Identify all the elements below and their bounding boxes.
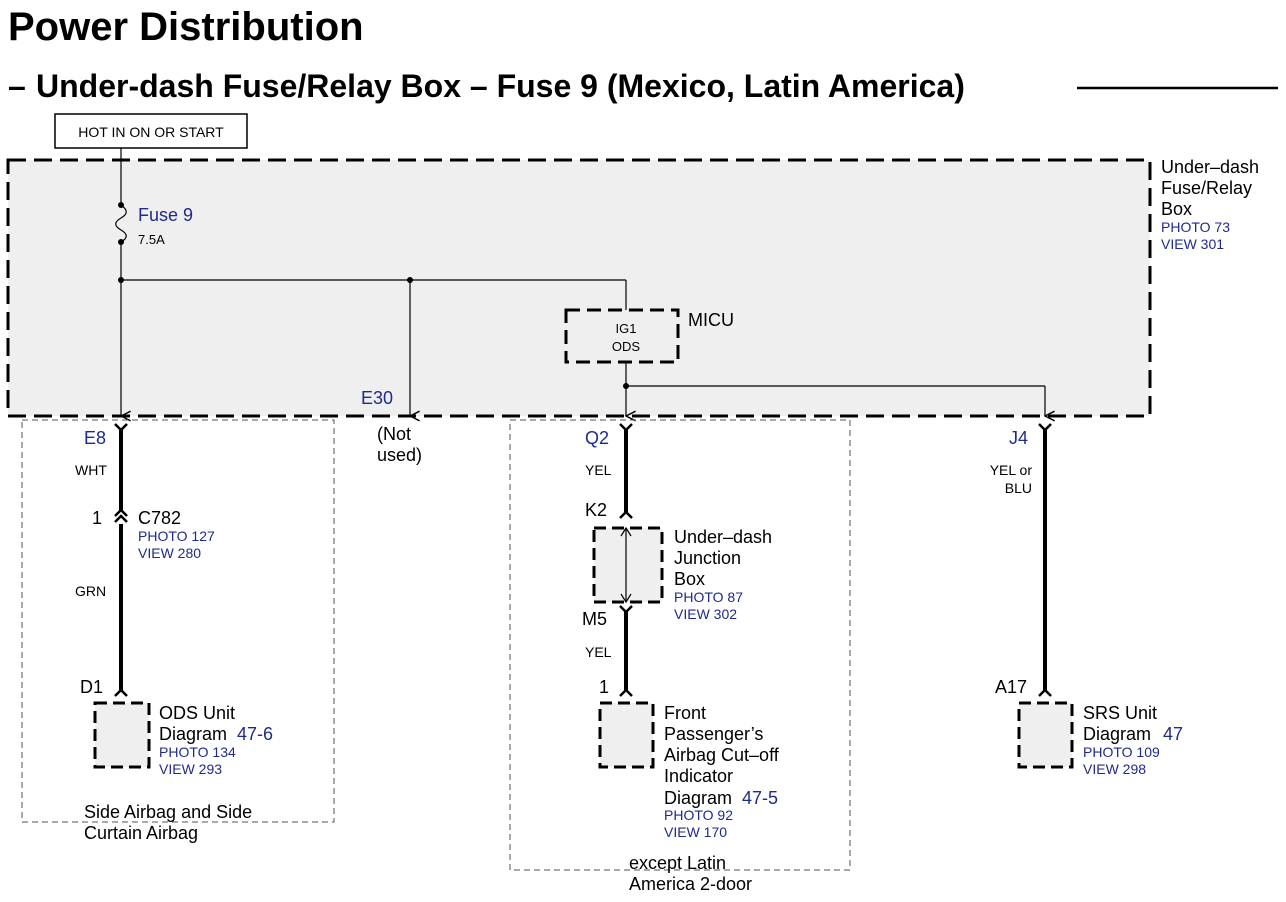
fuse-node-top (118, 202, 124, 208)
junction-view[interactable]: VIEW 302 (674, 606, 737, 622)
connector-a17 (1038, 688, 1052, 697)
cutoff-indicator-box (598, 701, 655, 769)
connector-m5 (619, 605, 633, 614)
indicator-name-3: Airbag Cut–off (664, 745, 780, 765)
latin-america-group (509, 419, 851, 871)
wire-label-grn: GRN (75, 583, 106, 599)
wire-label-yel-bottom: YEL (585, 644, 612, 660)
wire-label-yel-or: YEL or (990, 462, 1033, 478)
micu-ods: ODS (612, 339, 641, 354)
srs-unit-box (1017, 701, 1074, 769)
a17-pin: A17 (995, 677, 1027, 697)
indicator-name-1: Front (664, 703, 706, 723)
indicator-diagram-word: Diagram (664, 788, 732, 808)
fuse-9-symbol (115, 204, 127, 243)
junction-arrow-down (620, 593, 632, 604)
indicator-name-4: Indicator (664, 766, 733, 786)
fuse-box-name-1: Under–dash (1161, 157, 1259, 177)
micu-ig1: IG1 (616, 321, 637, 336)
srs-unit-name: SRS Unit (1083, 703, 1157, 723)
page-title: Power Distribution (8, 5, 364, 49)
indicator-photo[interactable]: PHOTO 92 (664, 807, 733, 823)
splice-node-2 (407, 277, 413, 283)
indicator-view[interactable]: VIEW 170 (664, 824, 727, 840)
ods-unit-photo[interactable]: PHOTO 134 (159, 744, 236, 760)
subtitle-dash: – (8, 68, 26, 104)
ods-unit-name: ODS Unit (159, 703, 235, 723)
indicator-name-2: Passenger’s (664, 724, 763, 744)
junction-name-1: Under–dash (674, 527, 772, 547)
side-airbag-group (21, 419, 335, 823)
side-airbag-group-label-1: Side Airbag and Side (84, 802, 252, 822)
wire-label-wht: WHT (75, 462, 107, 478)
c782-view[interactable]: VIEW 280 (138, 545, 201, 561)
k2-pin: K2 (585, 500, 607, 520)
d1-pin: D1 (80, 677, 103, 697)
ods-unit-diagram-word: Diagram (159, 724, 227, 744)
c782-pin: 1 (92, 508, 102, 528)
terminal-j4: J4 (1009, 428, 1028, 448)
splice-node-1 (118, 277, 124, 283)
fuse-node-bottom (118, 239, 124, 245)
terminal-e8: E8 (84, 428, 106, 448)
wire-label-yel-top: YEL (585, 462, 612, 478)
junction-name-2: Junction (674, 548, 741, 568)
ods-unit-diagram-link[interactable]: 47-6 (237, 724, 273, 744)
fuse-box-name-2: Fuse/Relay (1161, 178, 1252, 198)
fuse-box-view[interactable]: VIEW 301 (1161, 236, 1224, 252)
junction-arrow-up (620, 526, 632, 537)
m5-pin: M5 (582, 609, 607, 629)
e30-note-1: (Not (377, 424, 411, 444)
power-source-label: HOT IN ON OR START (78, 124, 224, 140)
connector-c782-top (114, 508, 128, 517)
side-airbag-group-label-2: Curtain Airbag (84, 823, 198, 843)
srs-unit-photo[interactable]: PHOTO 109 (1083, 744, 1160, 760)
fuse-rating: 7.5A (138, 232, 165, 247)
micu-box (564, 308, 680, 364)
junction-photo[interactable]: PHOTO 87 (674, 589, 743, 605)
fuse-box-name-3: Box (1161, 199, 1192, 219)
page-subtitle: Under-dash Fuse/Relay Box – Fuse 9 (Mexi… (36, 68, 965, 104)
latin-group-label-1: except Latin (629, 853, 726, 873)
splice-node-3 (623, 383, 629, 389)
ods-unit-view[interactable]: VIEW 293 (159, 761, 222, 777)
terminal-e30: E30 (361, 388, 393, 408)
srs-unit-view[interactable]: VIEW 298 (1083, 761, 1146, 777)
fuse-label[interactable]: Fuse 9 (138, 205, 193, 225)
power-source-box (54, 113, 248, 149)
fuse-relay-box (6, 158, 1152, 418)
terminal-q2: Q2 (585, 428, 609, 448)
indicator-diagram-link[interactable]: 47-5 (742, 788, 778, 808)
fuse-box-photo[interactable]: PHOTO 73 (1161, 219, 1230, 235)
front-pin-1: 1 (599, 677, 609, 697)
connector-k2 (619, 510, 633, 519)
junction-name-3: Box (674, 569, 705, 589)
latin-group-label-2: America 2-door (629, 874, 752, 894)
c782-label: C782 (138, 508, 181, 528)
e30-note-2: used) (377, 445, 422, 465)
srs-unit-diagram-word: Diagram (1083, 724, 1151, 744)
c782-photo[interactable]: PHOTO 127 (138, 528, 215, 544)
ods-unit-box (93, 701, 151, 769)
connector-e8 (114, 423, 128, 432)
srs-unit-diagram-link[interactable]: 47 (1163, 724, 1183, 744)
connector-q2 (619, 423, 633, 432)
wire-label-blu: BLU (1005, 480, 1032, 496)
connector-d1 (114, 688, 128, 697)
junction-box (592, 526, 664, 604)
micu-label: MICU (688, 310, 734, 330)
connector-c782-bottom (114, 514, 128, 523)
connector-j4 (1038, 423, 1052, 432)
connector-front-pin1 (619, 688, 633, 697)
